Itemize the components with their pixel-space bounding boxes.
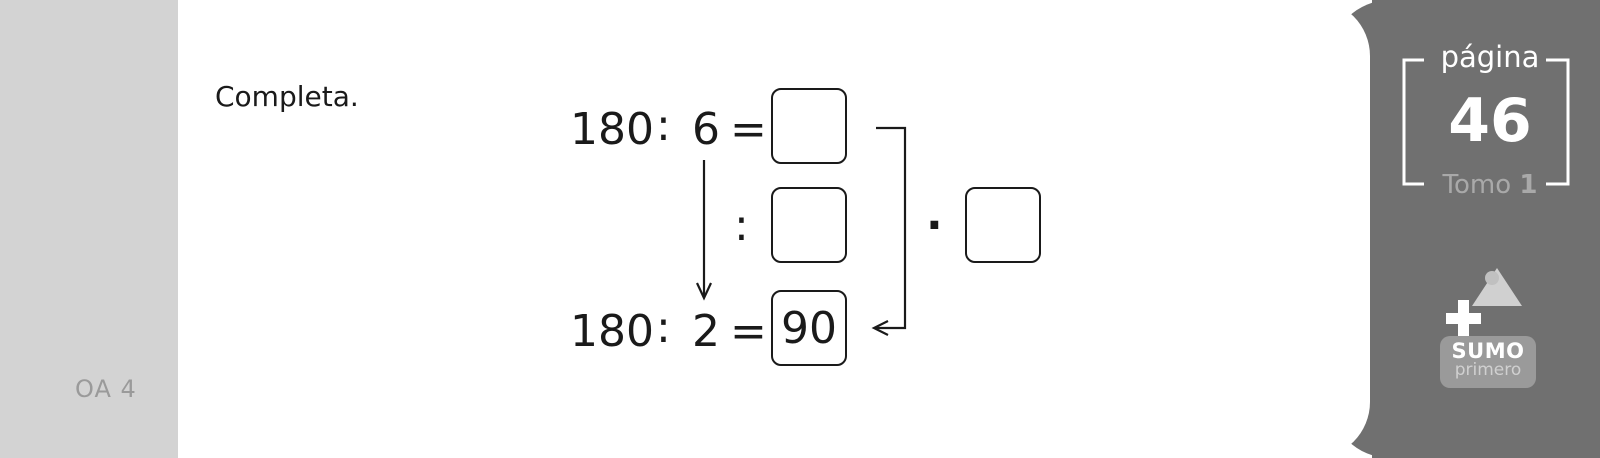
page-label: página — [1440, 40, 1540, 74]
logo-main-text: SUMO — [1451, 339, 1525, 363]
worksheet-area — [178, 0, 1370, 458]
tomo-label: Tomo 1 — [1400, 170, 1580, 200]
row1-answer-box[interactable] — [771, 88, 847, 164]
tomo-number: 1 — [1519, 170, 1538, 200]
row2-division-sign: : — [656, 302, 671, 353]
row1-dividend: 180 — [570, 104, 654, 155]
row2-dividend: 180 — [570, 306, 654, 357]
middle-divisor-box[interactable] — [771, 187, 847, 263]
row1-divisor: 6 — [692, 104, 720, 155]
multiplier-box[interactable] — [965, 187, 1041, 263]
row1-division-sign: : — [656, 100, 671, 151]
logo-sub-text: primero — [1454, 360, 1522, 380]
row2-answer-box: 90 — [771, 290, 847, 366]
row2-divisor: 2 — [692, 306, 720, 357]
middle-division-sign: : — [734, 200, 749, 251]
page-number: 46 — [1448, 86, 1532, 156]
sumo-primero-logo: SUMO primero — [1440, 336, 1536, 388]
tomo-text: Tomo — [1442, 170, 1512, 200]
row1-equals: = — [730, 104, 767, 155]
multiply-sign: · — [926, 200, 943, 251]
instruction-text: Completa. — [215, 80, 359, 113]
left-margin-strip — [0, 0, 178, 458]
oa-label: OA 4 — [75, 375, 137, 403]
row2-equals: = — [730, 306, 767, 357]
